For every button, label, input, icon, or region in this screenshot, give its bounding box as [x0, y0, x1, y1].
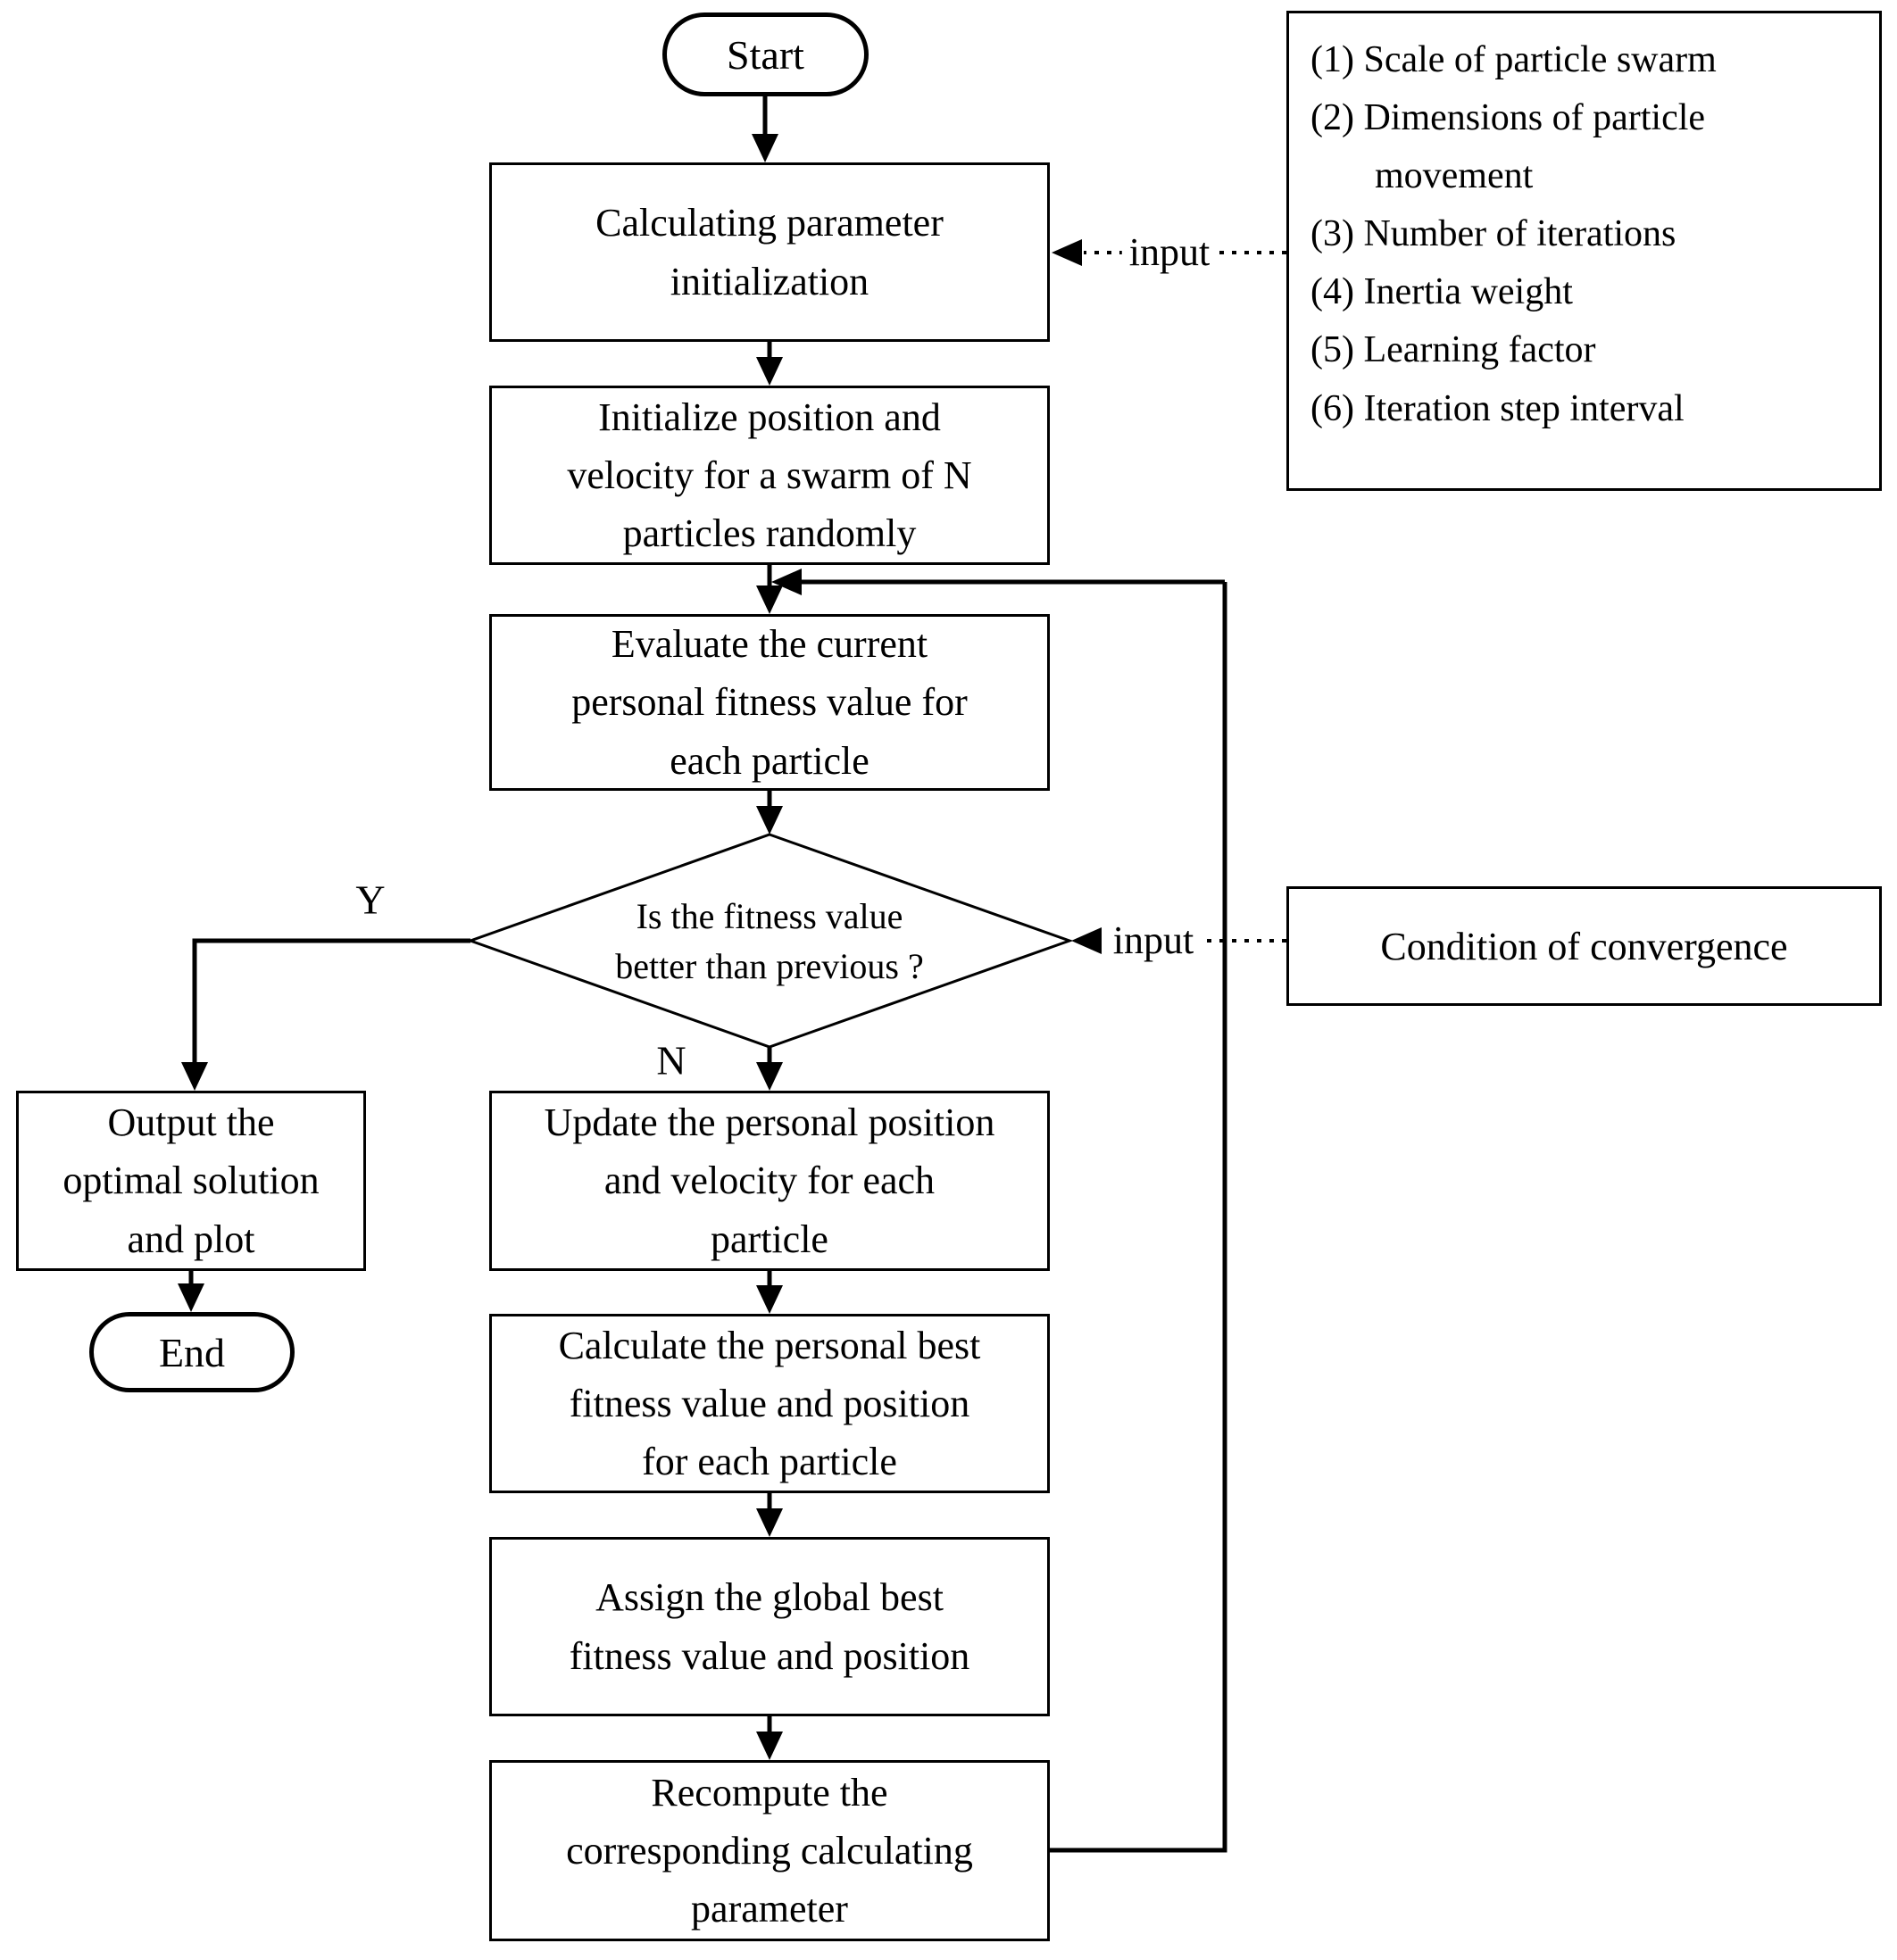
parameter-list-item: (1) Scale of particle swarm [1310, 39, 1717, 80]
parameter-list-item: (2) Dimensions of particle movement [1310, 97, 1706, 197]
input-label-top: input [1121, 233, 1218, 272]
parameter-list-item: (5) Learning factor [1310, 329, 1596, 371]
process-recompute-parameter: Recompute the corresponding calculating … [489, 1760, 1050, 1941]
arrowhead-calcbest-to-assign [756, 1508, 783, 1537]
convergence-condition-panel: Condition of convergence [1286, 886, 1882, 1006]
loop-back-line [1050, 582, 1227, 1853]
parameter-list-item: (4) Inertia weight [1310, 271, 1573, 313]
branch-label-yes: Y [355, 876, 386, 923]
arrowhead-decision-to-update [756, 1062, 783, 1091]
arrowhead-loop-feedback [771, 569, 802, 595]
arrowhead-update-to-calcbest [756, 1285, 783, 1314]
process-calculate-personal-best: Calculate the personal best fitness valu… [489, 1314, 1050, 1493]
arrowhead-input-mid [1071, 927, 1102, 954]
process-update-particle: Update the personal position and velocit… [489, 1091, 1050, 1271]
start-terminal: Start [662, 12, 869, 96]
process-initialize-swarm: Initialize position and velocity for a s… [489, 386, 1050, 565]
parameter-list-item: (3) Number of iterations [1310, 213, 1677, 255]
parameter-list-panel: (1) Scale of particle swarm (2) Dimension… [1286, 11, 1882, 491]
branch-label-no: N [656, 1037, 686, 1084]
process-calculating-parameter-initialization: Calculating parameter initialization [489, 162, 1050, 342]
process-assign-global-best: Assign the global best fitness value and… [489, 1537, 1050, 1716]
process-evaluate-fitness: Evaluate the current personal fitness va… [489, 614, 1050, 791]
arrowhead-yes-to-output [181, 1062, 208, 1091]
decision-fitness-check-text: Is the fitness value better than previou… [615, 896, 924, 986]
arrowhead-assign-to-recompute [756, 1732, 783, 1760]
end-terminal: End [89, 1312, 295, 1392]
input-label-mid: input [1105, 921, 1202, 960]
arrowhead-input-top [1052, 239, 1082, 266]
arrowhead-evaluate-to-decision [756, 806, 783, 835]
arrowhead-start-to-calc [752, 134, 778, 162]
branch-yes-line [192, 938, 470, 1064]
parameter-list-item: (6) Iteration step interval [1310, 387, 1685, 429]
arrowhead-calc-to-init [756, 357, 783, 386]
process-output-solution: Output the optimal solution and plot [16, 1091, 366, 1271]
arrowhead-output-to-end [178, 1283, 204, 1312]
arrowhead-init-to-evaluate [756, 586, 783, 614]
